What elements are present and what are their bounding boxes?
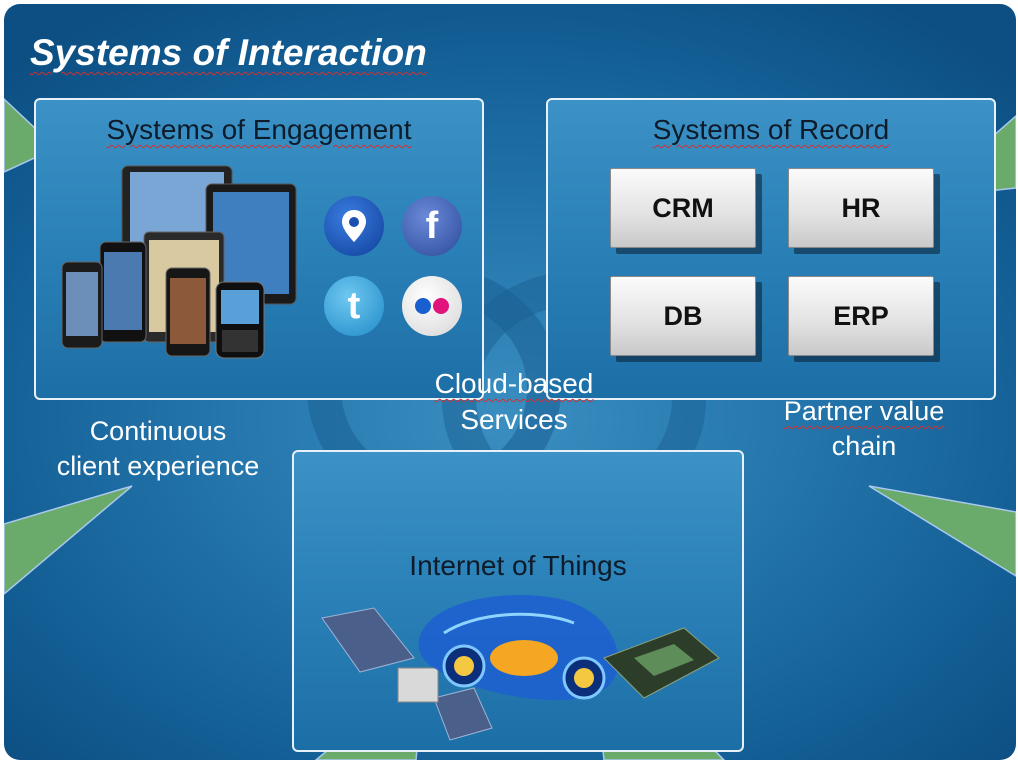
crm-box: CRM	[610, 168, 756, 248]
iot-panel-title: Internet of Things	[409, 550, 627, 581]
record-panel: Systems of Record CRM HR DB ERP	[546, 98, 996, 400]
partner-value-chain-label: Partner value chain	[783, 396, 945, 461]
continuous-experience-label: Continuous client experience	[56, 416, 260, 481]
twitter-icon: t	[324, 276, 384, 336]
engagement-panel-title: Systems of Engagement	[106, 114, 412, 145]
hr-box: HR	[788, 168, 934, 248]
mobile-devices-image	[61, 165, 297, 359]
engagement-panel: Systems of Engagement f t	[34, 98, 484, 400]
record-panel-title: Systems of Record	[652, 114, 890, 145]
iot-panel: Internet of Things	[292, 450, 744, 752]
cloud-services-label: Cloud-based Services	[434, 368, 594, 435]
facebook-icon: f	[402, 196, 462, 256]
callout-mid-right	[868, 485, 1016, 577]
map-pin-icon	[324, 196, 384, 256]
callout-mid-left	[4, 485, 133, 595]
erp-box: ERP	[788, 276, 934, 356]
slide-title: Systems of Interaction	[30, 32, 427, 73]
slide: Systems of Interaction Systems of Engage…	[4, 4, 1016, 760]
db-box: DB	[610, 276, 756, 356]
flickr-icon	[402, 276, 462, 336]
iot-things-image	[321, 595, 720, 741]
